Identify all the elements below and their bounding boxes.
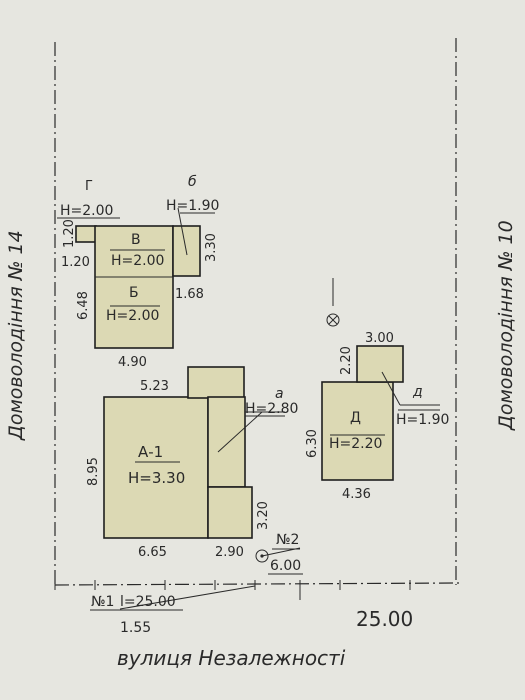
front-ticks [54, 580, 411, 600]
point-2-label: №2 [276, 532, 299, 548]
building-b-dim-side: 6.48 [76, 291, 91, 320]
point-1-length: l=25.00 [120, 594, 176, 610]
point-1-label: №1 [91, 594, 114, 610]
building-d-small-height: H=1.90 [396, 412, 449, 428]
building-b-small-name: б [188, 174, 197, 190]
point-1-offset: 1.55 [120, 620, 151, 636]
boundary-front [54, 582, 461, 586]
street-label: вулиця Незалежності [117, 646, 346, 670]
neighbor-right-label: Домоволодіння № 10 [495, 220, 517, 431]
building-d-dim-bottom: 4.36 [342, 487, 371, 502]
building-b-height: H=2.00 [106, 308, 159, 324]
building-a-annex-dim-bottom: 2.90 [215, 545, 244, 560]
building-b-name: Б [129, 285, 139, 301]
building-d-dim-side: 6.30 [305, 429, 320, 458]
building-g [75, 225, 97, 243]
building-g-dim-bottom: 1.20 [61, 255, 90, 270]
building-g-name: Г [85, 179, 93, 194]
building-d [321, 381, 394, 481]
frontage-value: 25.00 [356, 607, 413, 631]
building-b-v [94, 225, 174, 349]
building-g-dim-side: 1.20 [62, 219, 77, 248]
building-d-small-dim-top: 3.00 [365, 331, 394, 346]
building-a-annex [207, 396, 246, 488]
building-a1-name: А-1 [138, 443, 163, 461]
point-2-value: 6.00 [270, 558, 301, 574]
building-b-dim-bottom: 4.90 [118, 355, 147, 370]
building-g-height: H=2.00 [60, 203, 113, 219]
building-b-small-dim-bottom: 1.68 [175, 287, 204, 302]
building-d-name: Д [350, 410, 361, 426]
building-v-height: H=2.00 [111, 253, 164, 269]
building-a-annex-dim-side: 3.20 [256, 501, 271, 530]
building-v-name: В [131, 232, 141, 248]
building-a-annex-top [187, 366, 245, 399]
building-b-small-dim-side: 3.30 [204, 233, 219, 262]
building-b-small-height: H=1.90 [166, 198, 219, 214]
building-a-annex-name: а [275, 386, 284, 402]
point-2-marker-icon [255, 547, 303, 575]
building-d-height: H=2.20 [329, 436, 382, 452]
building-a1-height: H=3.30 [128, 469, 185, 487]
building-d-small-name: д [412, 384, 423, 400]
building-a1-dim-side: 8.95 [86, 457, 101, 486]
survey-marker-icon [326, 278, 340, 327]
building-a1 [103, 396, 209, 539]
building-a1-dim-top: 5.23 [140, 379, 169, 394]
neighbor-left-label: Домоволодіння № 14 [5, 230, 27, 441]
building-a1-dim-bottom: 6.65 [138, 545, 167, 560]
point-1-leader [90, 585, 256, 611]
building-d-small [356, 345, 404, 383]
building-d-small-dim-side: 2.20 [339, 346, 354, 375]
building-a-annex-bottom [207, 486, 253, 539]
building-a-annex-height: H=2.80 [245, 401, 298, 417]
